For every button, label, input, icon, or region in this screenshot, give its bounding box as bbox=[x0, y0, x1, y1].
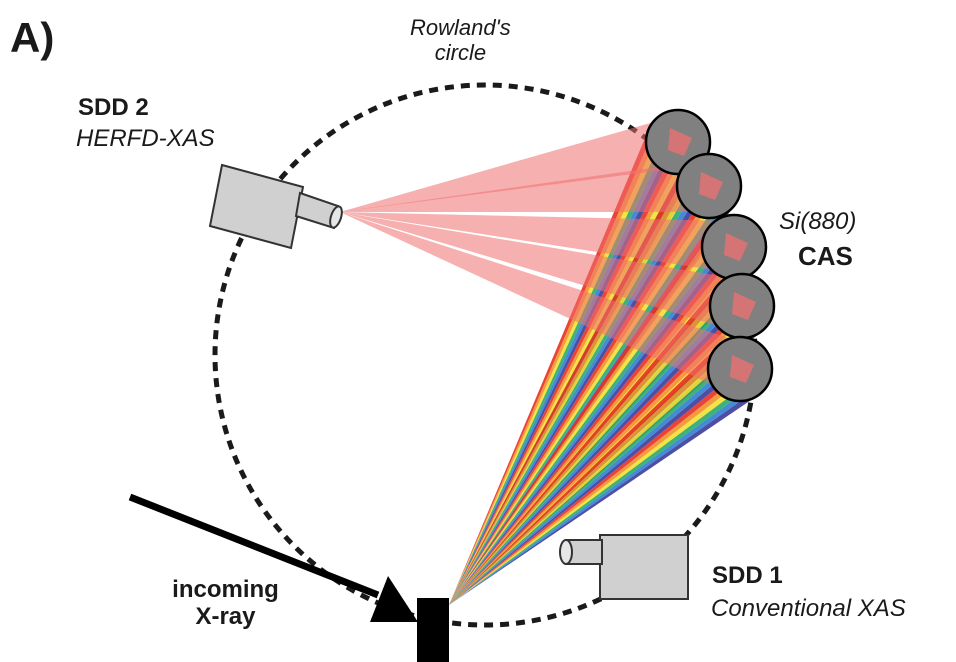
beam-label-line1: incoming bbox=[172, 576, 279, 603]
emission-fan-wedge bbox=[449, 344, 724, 605]
sdd2-detector bbox=[208, 163, 343, 250]
focused-beam bbox=[340, 116, 684, 212]
beam-label-line2: X-ray bbox=[195, 602, 256, 630]
emission-fan-wedge bbox=[449, 291, 731, 605]
emission-fan-wedge bbox=[449, 283, 723, 605]
emission-fan-wedge bbox=[449, 294, 735, 605]
emission-fan-wedge bbox=[449, 373, 747, 605]
emission-fan-wedge bbox=[449, 348, 727, 605]
analyzer-crystals bbox=[644, 108, 776, 403]
reflection-spot bbox=[699, 172, 723, 200]
emission-fan-wedge bbox=[449, 309, 750, 605]
emission-fan-wedge bbox=[449, 369, 744, 605]
focused-beam bbox=[340, 160, 711, 212]
sdd1-mode: Conventional XAS bbox=[711, 595, 906, 622]
emission-fan-wedge bbox=[449, 389, 761, 605]
sdd1-detector bbox=[559, 534, 689, 600]
emission-fan-wedge bbox=[449, 139, 678, 605]
emission-fan-wedge bbox=[449, 381, 754, 605]
emission-fan-wedge bbox=[449, 364, 740, 605]
emission-fan-wedge bbox=[449, 144, 688, 605]
emission-fan-wedge bbox=[449, 306, 746, 605]
panel-label: A) bbox=[10, 14, 55, 61]
reflection-spot bbox=[724, 233, 748, 261]
emission-fan-wedge bbox=[449, 360, 737, 605]
emission-fan-wedge bbox=[449, 356, 734, 605]
rowland-label-line1: Rowland's bbox=[410, 15, 511, 40]
sample bbox=[417, 598, 449, 662]
sdd2-name: SDD 2 bbox=[78, 94, 149, 121]
focused-beam bbox=[340, 212, 748, 332]
rowland-label-line2: circle bbox=[434, 39, 487, 65]
focused-beam bbox=[340, 212, 750, 394]
emission-fan-wedge bbox=[449, 298, 739, 605]
rowland-label: Rowland's circle bbox=[410, 15, 511, 65]
reflection-spot bbox=[668, 128, 692, 156]
reflection-spot bbox=[730, 355, 754, 383]
focused-beam bbox=[340, 212, 737, 273]
beam-label: incoming X-ray bbox=[148, 576, 303, 631]
analyzer-name-label: CAS bbox=[798, 241, 853, 271]
emission-fan-wedge bbox=[449, 287, 727, 605]
emission-fan-wedge bbox=[449, 377, 751, 605]
emission-fan-wedge bbox=[449, 352, 730, 605]
focused-beams bbox=[340, 116, 750, 394]
emission-fan-wedge bbox=[449, 142, 683, 605]
analyzer-crystal-label: Si(880) bbox=[779, 208, 857, 235]
xray-arrow bbox=[128, 493, 418, 622]
emission-fan-wedge bbox=[449, 385, 757, 605]
sdd2-mode: HERFD-XAS bbox=[76, 125, 215, 152]
reflection-spot bbox=[732, 292, 756, 320]
sdd1-name: SDD 1 bbox=[712, 562, 783, 589]
emission-fan-wedge bbox=[449, 302, 742, 605]
